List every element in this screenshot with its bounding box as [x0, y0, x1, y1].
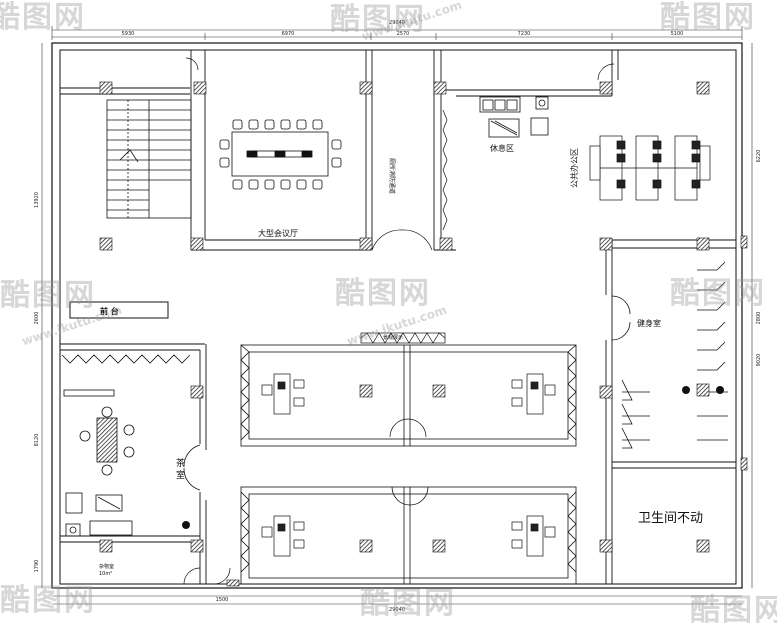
- dim-right-2: 2800: [756, 312, 762, 325]
- label-fire-passage: 厕所消防通道: [388, 158, 396, 194]
- office-workstations: [589, 135, 711, 201]
- dim-bottom-1: 1500: [216, 597, 229, 603]
- label-gym: 健身室: [637, 318, 661, 328]
- dim-top-2: 6970: [282, 31, 295, 37]
- rest-area-furniture: [479, 96, 549, 138]
- gym-equipment: [604, 261, 728, 449]
- columns: [99, 81, 748, 587]
- dim-top-total: 29040: [389, 20, 405, 26]
- dim-top-1: 5930: [122, 31, 135, 37]
- label-front-desk: 前 台: [100, 306, 119, 316]
- reception-desk: [69, 301, 169, 319]
- label-storage-area: 10m²: [99, 571, 112, 577]
- dim-right-1: 6220: [756, 150, 762, 163]
- dim-left-2: 2600: [34, 312, 40, 325]
- middle-offices: [240, 344, 577, 585]
- dim-right-3: 9020: [756, 354, 762, 367]
- label-conference: 大型会议厅: [258, 228, 298, 238]
- dim-left-1: 13920: [34, 192, 40, 208]
- tea-room-furniture: [61, 354, 202, 537]
- label-tea-room: 茶室: [176, 457, 185, 481]
- staircase: [106, 99, 192, 219]
- corridor-strip: [360, 332, 446, 344]
- dim-top-3: 2570: [397, 31, 410, 37]
- label-storage: 杂物室: [99, 563, 114, 570]
- label-toilet: 卫生间不动: [638, 511, 703, 526]
- dim-left-4: 1790: [34, 560, 40, 573]
- office-desks: [261, 373, 556, 557]
- dim-top-5: 5100: [671, 31, 684, 37]
- plants: [182, 386, 724, 529]
- label-corridor: 景观展示: [383, 334, 403, 341]
- dim-bottom-total: 29040: [389, 607, 405, 613]
- dim-top-4: 7230: [518, 31, 531, 37]
- dimension-lines: [41, 26, 753, 605]
- conference-table: [219, 119, 342, 190]
- label-public-office: 公共办公区: [569, 148, 579, 188]
- doors-misc: [183, 57, 615, 585]
- dim-left-3: 8120: [34, 434, 40, 447]
- label-rest-area: 休息区: [490, 143, 514, 153]
